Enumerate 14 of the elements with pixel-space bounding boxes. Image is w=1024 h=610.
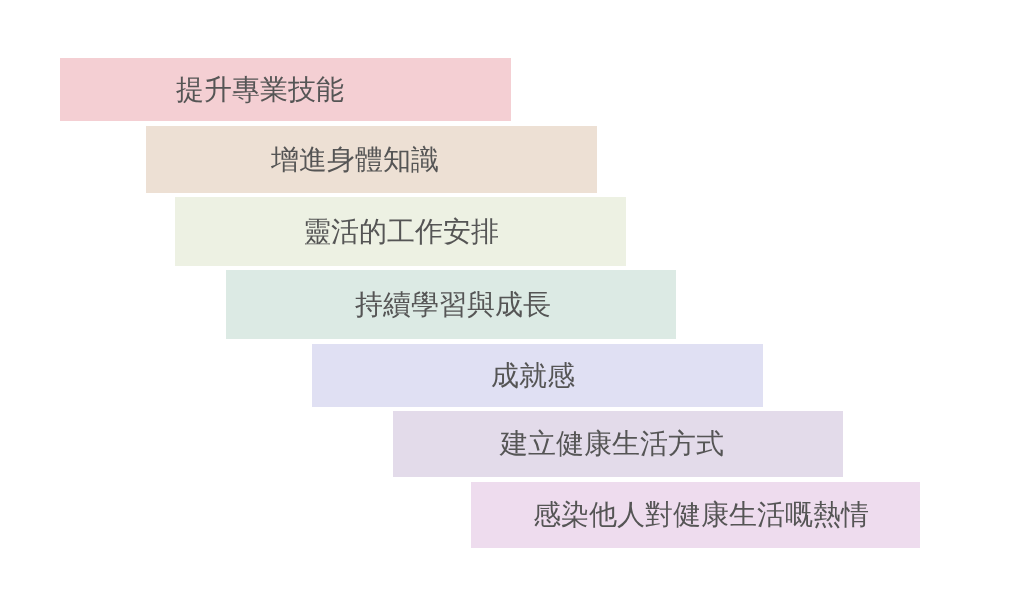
step-label: 感染他人對健康生活嘅熱情 xyxy=(533,498,869,532)
step-bar xyxy=(146,126,597,193)
step-bar xyxy=(226,270,676,339)
step-bar xyxy=(471,482,920,548)
step-label: 成就感 xyxy=(491,358,575,393)
step-label: 增進身體知識 xyxy=(271,142,439,177)
step-label: 提升專業技能 xyxy=(176,72,344,107)
step-bar xyxy=(393,411,843,477)
step-bar xyxy=(312,344,763,407)
step-label: 靈活的工作安排 xyxy=(303,214,499,249)
step-label: 持續學習與成長 xyxy=(355,287,551,322)
step-label: 建立健康生活方式 xyxy=(500,427,724,461)
step-bar xyxy=(175,197,626,266)
step-bar xyxy=(60,58,511,121)
